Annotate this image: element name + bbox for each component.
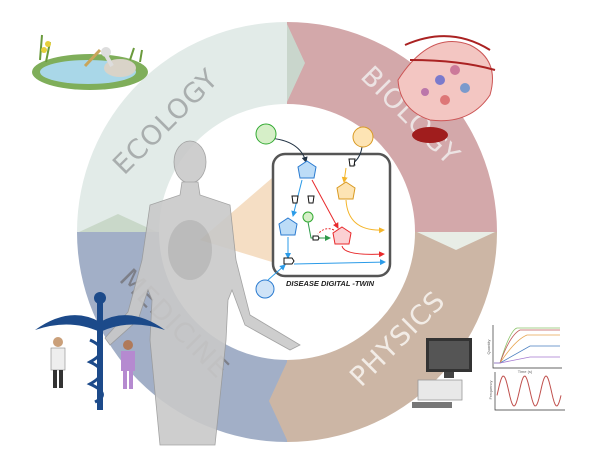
twin-title: DISEASE DIGITAL -TWIN	[286, 279, 375, 288]
frequency-axis-label: Frequency	[488, 381, 493, 400]
computer-icon	[412, 338, 472, 408]
tissue-cells-icon	[397, 35, 496, 143]
disease-digital-twin-network	[255, 123, 392, 299]
human-figure-icon	[104, 140, 301, 446]
quantity-time-chart: Time (s) Quantity	[486, 325, 562, 374]
physics-segment	[287, 232, 497, 442]
arrow-physics-to-medicine	[269, 362, 287, 440]
caduceus-doctors-icon	[35, 292, 165, 410]
biology-segment	[287, 22, 497, 232]
pelican-pond-icon	[32, 34, 148, 90]
arrow-medicine-to-ecology	[79, 214, 157, 232]
frequency-chart: Frequency	[488, 372, 565, 411]
quantity-axis-label: Quantity	[486, 340, 491, 355]
arrow-ecology-to-biology	[287, 24, 305, 102]
ecology-segment	[77, 22, 287, 232]
arrow-biology-to-physics	[417, 232, 495, 250]
time-axis-label: Time (s)	[518, 369, 533, 374]
